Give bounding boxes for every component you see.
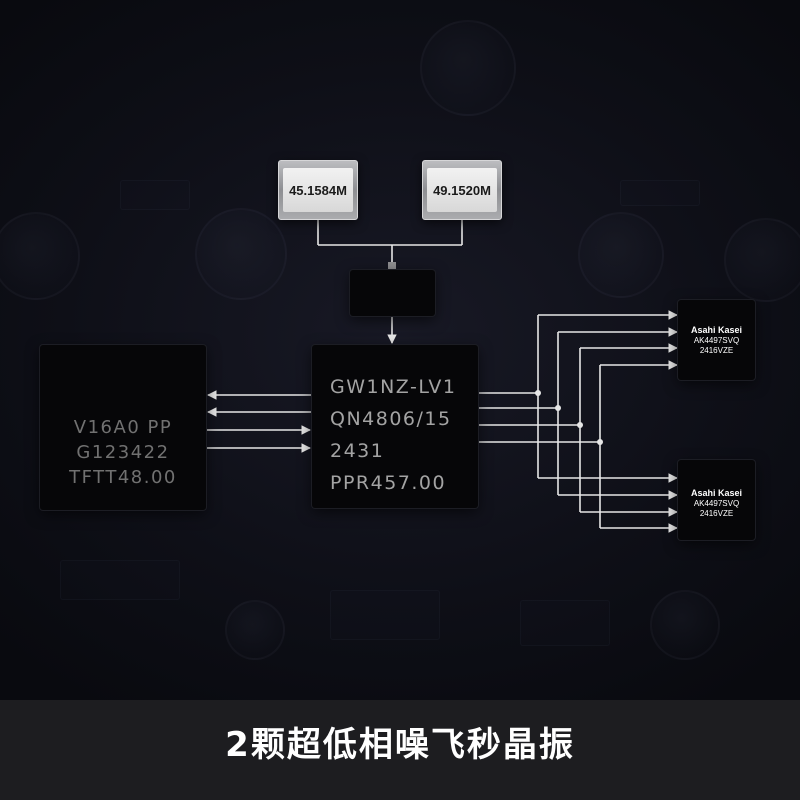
- background-capacitor: [225, 600, 285, 660]
- background-capacitor: [578, 212, 664, 298]
- chip-marking-line: 2431: [330, 440, 385, 462]
- dac-model: AK4497SVQ: [693, 336, 740, 345]
- bus-junction-dot: [555, 405, 561, 411]
- chip-markings: V16A0 PP G123422 TFTT48.00: [40, 415, 206, 490]
- dac-date-code: 2416VZE: [699, 509, 734, 518]
- background-capacitor: [420, 20, 516, 116]
- clock-buffer-chip: [350, 270, 435, 316]
- bus-junction-dot: [535, 390, 541, 396]
- crystal-oscillator-2: 49.1520M: [422, 160, 502, 220]
- dac-chip-2: Asahi Kasei AK4497SVQ 2416VZE: [678, 460, 755, 540]
- caption-banner: 2颗超低相噪飞秒晶振: [0, 700, 800, 800]
- chip-markings: GW1NZ-LV1 QN4806/15 2431 PPR457.00: [330, 371, 456, 499]
- background-capacitor: [195, 208, 287, 300]
- dac-brand: Asahi Kasei: [690, 488, 743, 498]
- background-capacitor: [0, 212, 80, 300]
- crystal-frequency-label: 45.1584M: [283, 168, 353, 212]
- chip-markings: Asahi Kasei AK4497SVQ 2416VZE: [678, 487, 755, 519]
- dac-brand: Asahi Kasei: [690, 325, 743, 335]
- background-capacitor: [724, 218, 800, 302]
- chip-marking-line: G123422: [76, 442, 170, 463]
- crystal-oscillator-1: 45.1584M: [278, 160, 358, 220]
- bus-junction-dot: [597, 439, 603, 445]
- buffer-input-pin: [388, 262, 396, 270]
- crystal-frequency-label: 49.1520M: [427, 168, 497, 212]
- dac-date-code: 2416VZE: [699, 346, 734, 355]
- background-pcb-component: [620, 180, 700, 206]
- background-capacitor: [650, 590, 720, 660]
- left-processor-chip: V16A0 PP G123422 TFTT48.00: [40, 345, 206, 510]
- chip-marking-line: PPR457.00: [330, 472, 447, 494]
- banner-caption: 2颗超低相噪飞秒晶振: [225, 725, 575, 765]
- background-pcb-component: [330, 590, 440, 640]
- chip-marking-line: GW1NZ-LV1: [330, 376, 457, 398]
- background-pcb-component: [120, 180, 190, 210]
- chip-markings: Asahi Kasei AK4497SVQ 2416VZE: [678, 324, 755, 356]
- background-pcb-component: [60, 560, 180, 600]
- dac-model: AK4497SVQ: [693, 499, 740, 508]
- background-pcb-component: [520, 600, 610, 646]
- chip-marking-line: QN4806/15: [330, 408, 452, 430]
- chip-marking-line: V16A0 PP: [73, 417, 173, 438]
- wiring-diagram: [207, 220, 678, 533]
- fpga-chip: GW1NZ-LV1 QN4806/15 2431 PPR457.00: [312, 345, 478, 508]
- bus-junction-dot: [577, 422, 583, 428]
- chip-marking-line: TFTT48.00: [69, 467, 177, 488]
- dac-chip-1: Asahi Kasei AK4497SVQ 2416VZE: [678, 300, 755, 380]
